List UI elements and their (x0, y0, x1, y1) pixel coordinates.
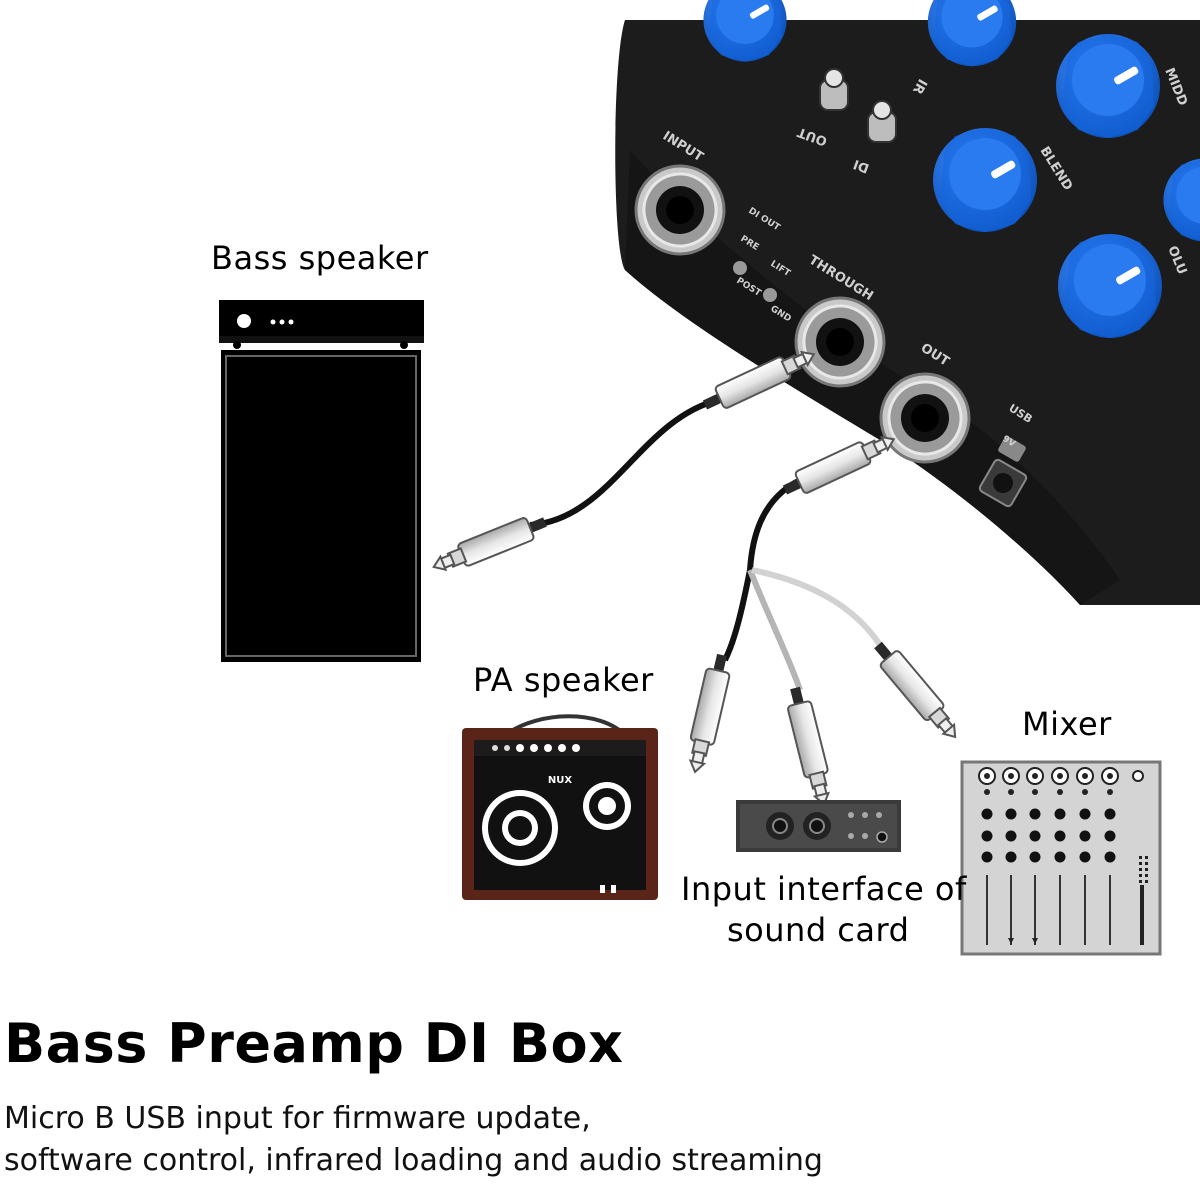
pa-speaker: NUX (462, 714, 658, 900)
product-description: Micro B USB input for firmware update, s… (4, 1098, 823, 1182)
mixer-knob (981, 830, 993, 842)
label-pa-speaker: PA speaker (473, 661, 654, 699)
plug-pa-speaker (682, 651, 735, 776)
label-mixer: Mixer (1022, 705, 1112, 743)
label-interface-line2: sound card (727, 911, 910, 949)
mixer (960, 760, 1162, 956)
mixer-knob (1104, 830, 1116, 842)
label-bass-speaker: Bass speaker (211, 239, 429, 277)
plug-mixer (867, 636, 966, 746)
cable-bass-speaker (529, 397, 719, 528)
mixer-knob (1005, 851, 1017, 863)
mixer-knob (1054, 851, 1066, 863)
mixer-knob (981, 851, 993, 863)
cable-out-main (747, 477, 802, 571)
sound-card-interface (736, 800, 901, 852)
mixer-knob (1029, 830, 1041, 842)
mixer-knob (981, 808, 993, 820)
plug-out (778, 427, 900, 502)
mixer-knob (1054, 808, 1066, 820)
mixer-knob (1079, 830, 1091, 842)
knob-middle (1056, 34, 1160, 138)
label-toggle-di: DI (852, 156, 872, 175)
plug-sound-card (782, 684, 837, 809)
label-interface-line1: Input interface of (681, 870, 967, 908)
knob-volume (1058, 234, 1162, 338)
mixer-knob (1079, 808, 1091, 820)
mixer-knob (1054, 830, 1066, 842)
connection-diagram: IR MIDD BLEND OLU OUT DI INPUT THROUGH O… (219, 0, 1200, 956)
usb-port (998, 436, 1026, 462)
cable-pa-speaker (722, 569, 753, 662)
cables (428, 342, 966, 809)
cable-sound-card (747, 568, 803, 691)
amp-brand-logo: NUX (548, 775, 572, 786)
page-title: Bass Preamp DI Box (4, 1012, 624, 1075)
toggle-di-switch (867, 100, 897, 143)
pre-post-switch (733, 261, 747, 275)
mixer-knob (1005, 830, 1017, 842)
description-line-1: Micro B USB input for firmware update, (4, 1101, 591, 1136)
mixer-knob (1029, 851, 1041, 863)
description-line-2: software control, infrared loading and a… (4, 1143, 823, 1178)
cable-mixer (751, 567, 883, 647)
mixer-knob (1029, 808, 1041, 820)
mixer-knob (1104, 808, 1116, 820)
bass-speaker (219, 300, 424, 662)
bass-preamp-pedal: IR MIDD BLEND OLU OUT DI INPUT THROUGH O… (615, 0, 1200, 605)
knob-blend (933, 128, 1037, 232)
plug-bass-speaker (428, 509, 551, 580)
mixer-knob (1005, 808, 1017, 820)
lift-gnd-switch (763, 288, 777, 302)
label-ir: IR (909, 76, 929, 96)
mixer-knob (1079, 851, 1091, 863)
mixer-knob (1104, 851, 1116, 863)
toggle-out-switch (819, 68, 849, 111)
